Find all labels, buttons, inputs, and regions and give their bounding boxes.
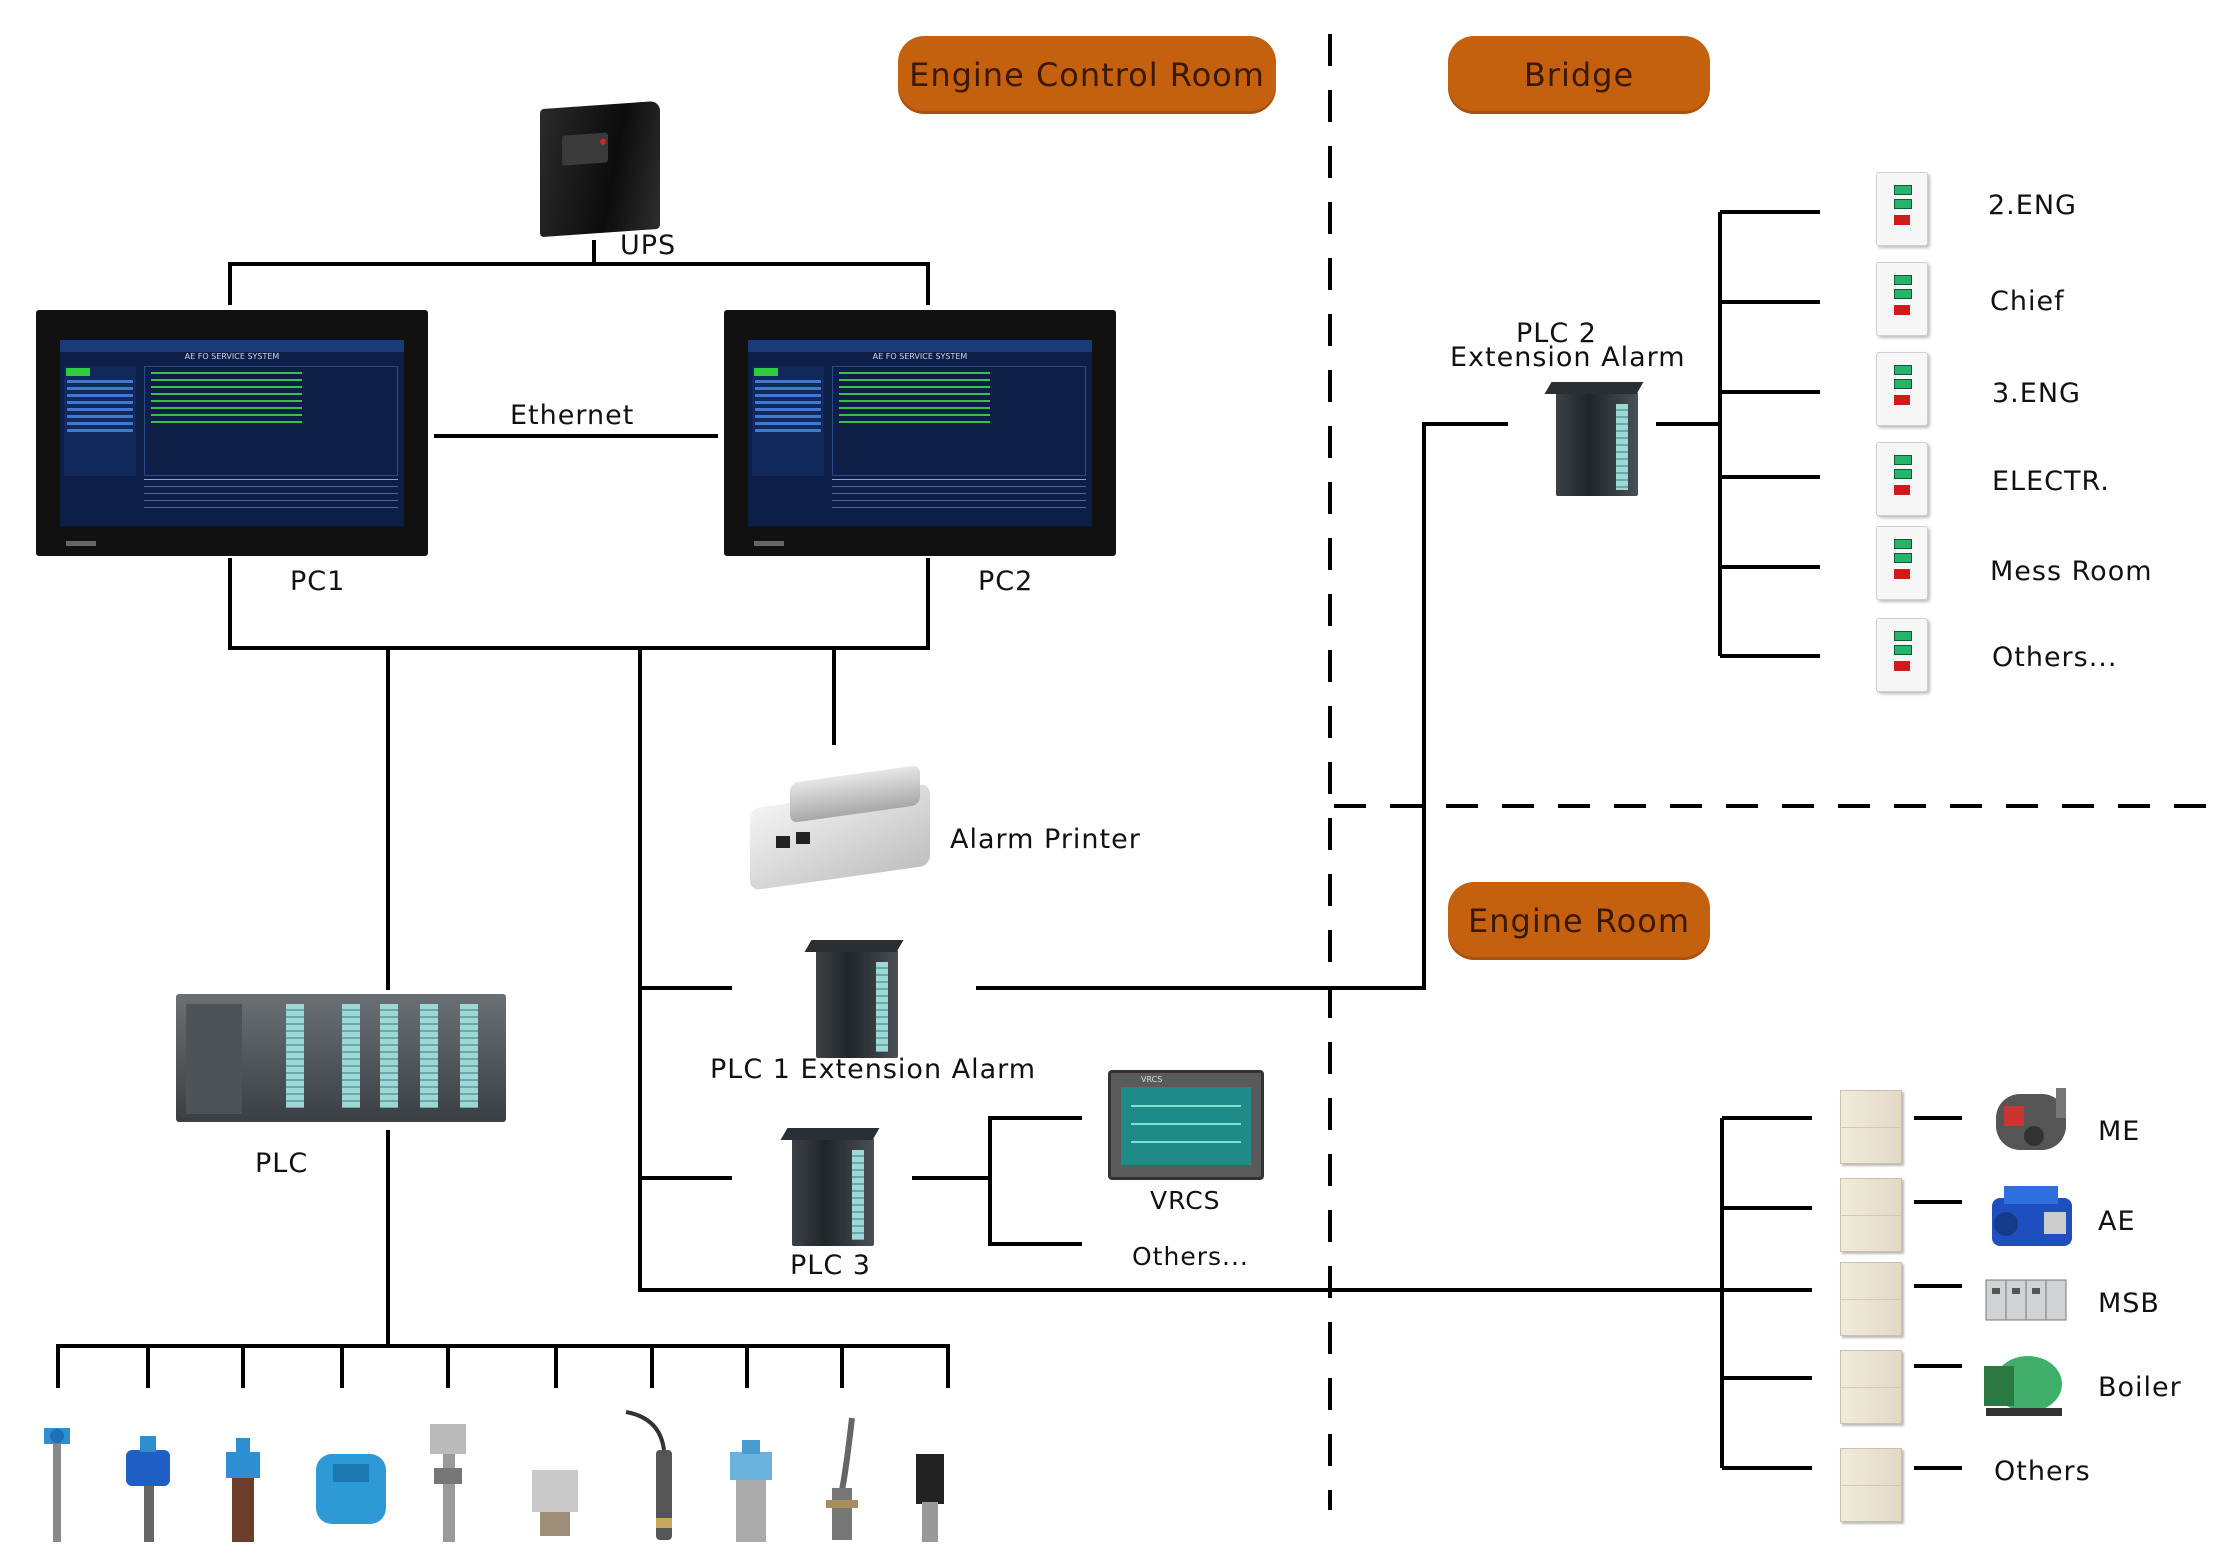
alarm-panel-icon [1876, 262, 1928, 336]
main-engine-icon [1996, 1088, 2066, 1150]
vrcs-others-label: Others... [1132, 1242, 1249, 1271]
sensor-icon [916, 1454, 944, 1542]
plc2-label-line1: PLC 2 [1516, 318, 1597, 349]
equipment-label: MSB [2098, 1288, 2160, 1319]
sensor-icon [826, 1417, 858, 1540]
sensor-icon [532, 1470, 578, 1536]
cabinet-icon [1840, 1262, 1902, 1336]
zone-label-engine-control-room: Engine Control Room [898, 36, 1276, 114]
ups-label: UPS [620, 230, 677, 261]
bridge-panel-label: Others... [1992, 642, 2118, 673]
aux-engine-icon [1992, 1186, 2072, 1246]
sensor-icon [44, 1428, 70, 1542]
alarm-panel-icon [1876, 172, 1928, 246]
alarm-panel-icon [1876, 526, 1928, 600]
pc2-monitor-icon: AE FO SERVICE SYSTEM [724, 310, 1116, 556]
pc2-label: PC2 [978, 566, 1034, 597]
plc-label: PLC [255, 1148, 309, 1179]
ethernet-label: Ethernet [510, 400, 635, 431]
bridge-panel-label: ELECTR. [1992, 466, 2110, 497]
cabinet-icon [1840, 1448, 1902, 1522]
zone-label-engine-room: Engine Room [1448, 882, 1710, 960]
pc1-monitor-icon: AE FO SERVICE SYSTEM [36, 310, 428, 556]
alarm-panel-icon [1876, 442, 1928, 516]
bridge-panel-label: Mess Room [1990, 556, 2153, 587]
boiler-icon [1984, 1356, 2062, 1416]
sensor-icon [226, 1438, 260, 1542]
sensor-icon [625, 1410, 672, 1540]
sensor-icon [730, 1440, 772, 1542]
ups-icon [540, 100, 660, 238]
plc3-label: PLC 3 [790, 1250, 871, 1281]
equipment-label: Boiler [2098, 1372, 2182, 1403]
sensor-icon [316, 1454, 386, 1524]
zone-label-bridge: Bridge [1448, 36, 1710, 114]
plc2-label-line2: Extension Alarm [1450, 342, 1686, 373]
plc1-plc2-line [976, 422, 1508, 990]
cabinet-icon [1840, 1090, 1902, 1164]
printer-icon [750, 764, 940, 891]
equipment-label: AE [2098, 1206, 2136, 1237]
alarm-printer-label: Alarm Printer [950, 824, 1141, 855]
plc1-label: PLC 1 Extension Alarm [710, 1054, 1037, 1085]
equipment-label: Others [1994, 1456, 2091, 1487]
screen-title: AE FO SERVICE SYSTEM [872, 352, 968, 361]
screen-title: AE FO SERVICE SYSTEM [184, 352, 280, 361]
ups-feed-line [228, 262, 930, 305]
pc-bus-line [228, 558, 930, 650]
vrcs-label: VRCS [1150, 1186, 1221, 1215]
bridge-panel-label: 2.ENG [1988, 190, 2077, 221]
plc1-module-icon [804, 940, 904, 1058]
plc-rack-icon [176, 994, 506, 1122]
sensor-row [44, 1410, 944, 1542]
alarm-panel-icon [1876, 352, 1928, 426]
plc2-module-icon [1544, 382, 1644, 496]
plc3-module-icon [780, 1128, 880, 1246]
bridge-panel-label: 3.ENG [1992, 378, 2081, 409]
equipment-label: ME [2098, 1116, 2141, 1147]
cabinet-icon [1840, 1178, 1902, 1252]
alarm-panel-icon [1876, 618, 1928, 692]
cabinet-icon [1840, 1350, 1902, 1424]
sensor-icon [126, 1436, 170, 1542]
switchboard-icon [1985, 1279, 2067, 1321]
bridge-panel-label: Chief [1990, 286, 2065, 317]
sensor-icon [430, 1424, 466, 1542]
pc1-label: PC1 [290, 566, 346, 597]
touch-panel-icon: VRCS [1108, 1070, 1264, 1180]
ecr-trunk-line [638, 648, 1725, 1292]
